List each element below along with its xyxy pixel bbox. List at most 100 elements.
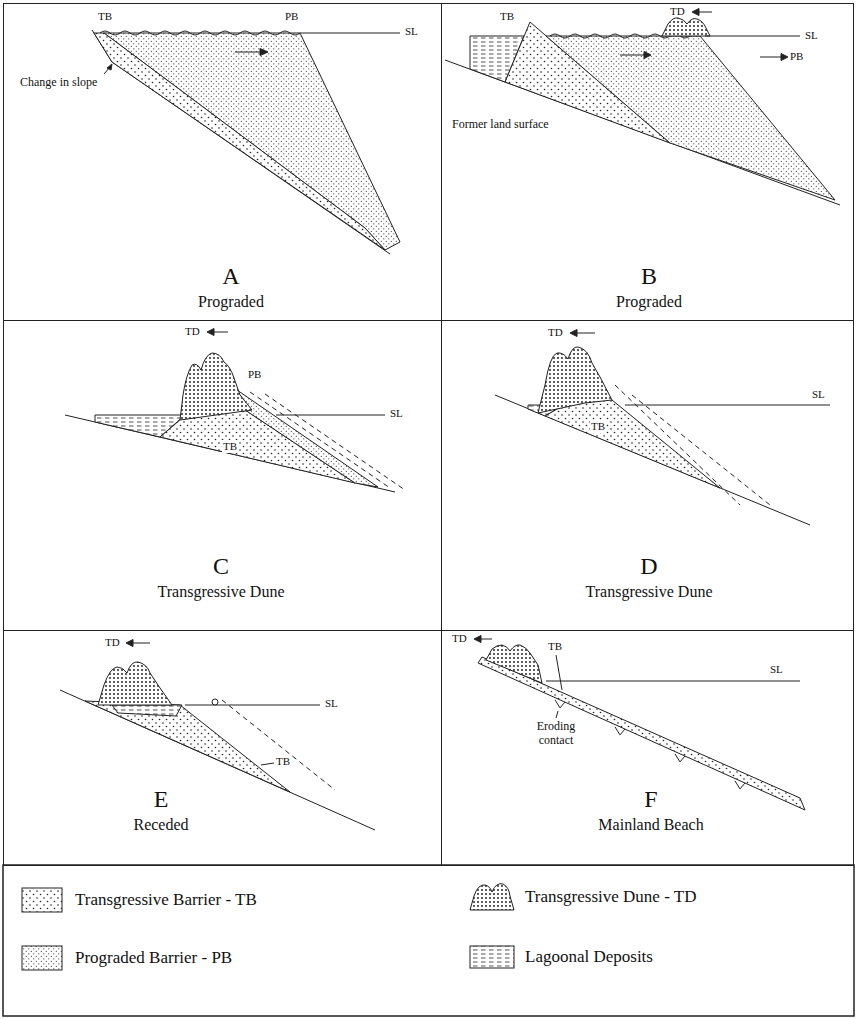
former-shoreface [250, 392, 390, 488]
transgressive-barrier [478, 657, 805, 810]
arrow-head [692, 9, 699, 16]
sea-level-label: SL [325, 697, 338, 710]
eroding-mark [615, 727, 625, 735]
legend-swatch [470, 946, 514, 968]
layer-label: TD [670, 5, 685, 18]
direction-arrow [480, 639, 492, 640]
panel-caption: Transgressive Dune [586, 583, 713, 601]
panel-letter: C [213, 553, 229, 579]
prograded-barrier [546, 36, 835, 200]
panel-letter: F [644, 786, 657, 812]
panel-caption: Transgressive Dune [158, 583, 285, 601]
former-shoreface [632, 395, 770, 505]
panel-box: F Mainland Beach [441, 630, 854, 866]
layer-label: TB [500, 10, 514, 23]
legend-swatch [22, 888, 62, 912]
small-circle [212, 699, 218, 705]
panel-caption: Receded [133, 816, 188, 834]
legend-swatch [470, 884, 514, 910]
layer-label: TB [222, 440, 238, 453]
leader-line [556, 655, 562, 690]
sea-level-line [625, 405, 830, 406]
feature-label: Eroding contact [518, 720, 594, 748]
panel-letter: A [222, 263, 239, 289]
sea-level-line [185, 705, 320, 706]
transgressive-dune [486, 645, 542, 683]
eroding-mark [555, 700, 565, 708]
former-shoreface [265, 394, 405, 490]
direction-arrow [576, 333, 595, 334]
feature-label: Change in slope [20, 76, 97, 90]
layer-label: PB [285, 10, 298, 23]
layer-label: TB [548, 640, 562, 653]
transgressive-dune [662, 18, 710, 36]
feature-label: Former land surface [452, 118, 549, 132]
arrow-head [474, 636, 481, 643]
leader-line [556, 711, 558, 718]
layer-label: TD [185, 325, 200, 338]
layer-label: TD [452, 632, 467, 645]
sea-level-label: SL [770, 663, 783, 676]
transgressive-dune [98, 662, 172, 705]
legend-frame [3, 865, 854, 1016]
transgressive-barrier [85, 701, 290, 792]
direction-arrow [132, 643, 150, 644]
direction-arrow [698, 12, 712, 13]
eroding-mark [735, 781, 745, 789]
layer-label: TB [98, 10, 112, 23]
panel-box: D Transgressive Dune [441, 320, 854, 631]
panel-caption: Prograded [616, 293, 682, 311]
transgressive-dune [538, 347, 612, 413]
arrow-head [126, 640, 133, 647]
layer-label: TB [276, 755, 290, 768]
legend-swatch [22, 946, 62, 970]
arrow-head [570, 330, 577, 337]
sea-level-label: SL [390, 407, 403, 420]
arrow-head [207, 329, 214, 336]
panel-letter: E [154, 786, 169, 812]
transgressive-dune [180, 353, 252, 420]
former-shoreface [222, 700, 335, 790]
panel-caption: Mainland Beach [598, 816, 703, 834]
panel-caption: Prograded [198, 293, 264, 311]
panel-letter: D [640, 553, 657, 579]
layer-label: TB [590, 420, 606, 433]
wavy-beach-top [100, 31, 300, 35]
panel-box: E Receded [3, 630, 442, 866]
land-surface [60, 690, 375, 830]
former-shoreface [615, 385, 740, 505]
sea-level-label: SL [805, 29, 818, 42]
sea-level-line [546, 681, 800, 682]
sea-level-line [276, 415, 385, 416]
direction-arrow [620, 55, 645, 56]
lagoonal-deposits [112, 705, 182, 716]
legend-text: Transgressive Barrier - TB [75, 890, 257, 910]
panel-box: A Prograded [3, 3, 442, 321]
panel-box: B Prograded [441, 3, 854, 321]
panel-letter: B [641, 263, 657, 289]
legend-text: Prograded Barrier - PB [75, 948, 232, 968]
arrow-head [107, 64, 112, 70]
layer-label: TD [105, 636, 120, 649]
legend-text: Lagoonal Deposits [525, 947, 653, 967]
transgressive-barrier [545, 393, 720, 488]
transgressive-barrier [94, 33, 385, 250]
eroding-mark [675, 754, 685, 762]
direction-arrow [760, 57, 782, 58]
sea-level-label: SL [405, 25, 418, 38]
panel-box: C Transgressive Dune [3, 320, 442, 631]
layer-label: PB [248, 368, 261, 381]
arrow-head [260, 49, 268, 56]
leader-line [261, 763, 274, 765]
legend-text: Transgressive Dune - TD [525, 887, 696, 907]
arrow-head [644, 52, 651, 59]
direction-arrow [213, 332, 228, 333]
arrow-head [781, 54, 788, 61]
layer-label: PB [790, 50, 803, 63]
direction-arrow [235, 52, 262, 53]
sea-level-label: SL [812, 388, 825, 401]
layer-label: TD [548, 326, 563, 339]
sea-level-line [300, 33, 400, 34]
